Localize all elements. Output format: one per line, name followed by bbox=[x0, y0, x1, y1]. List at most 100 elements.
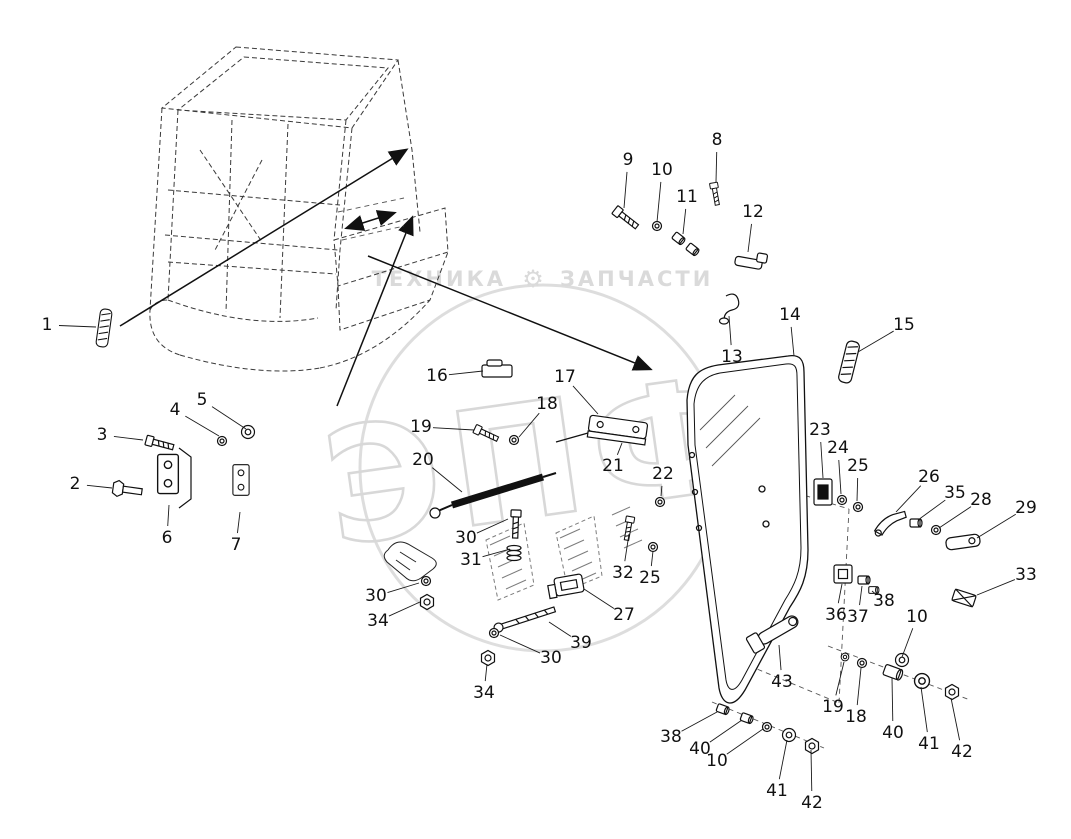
callout-13: 13 bbox=[721, 347, 743, 367]
reference-arrows bbox=[119, 148, 653, 407]
part-40-sleeve-b bbox=[739, 711, 755, 725]
part-13-hook bbox=[723, 293, 740, 321]
part-19-washer-b bbox=[840, 652, 850, 662]
callout-leader-43 bbox=[778, 644, 782, 671]
part-37-roller bbox=[857, 575, 871, 585]
part-34-nut-a bbox=[419, 593, 435, 611]
cab-wireframe bbox=[149, 46, 449, 372]
callout-8: 8 bbox=[712, 130, 723, 150]
callout-41: 41 bbox=[766, 781, 788, 801]
part-34-nut-b bbox=[480, 649, 496, 667]
callout-34: 34 bbox=[367, 611, 389, 631]
part-27-striker bbox=[547, 573, 585, 600]
callout-leader-25 bbox=[650, 550, 654, 567]
arrow-cab-to-door bbox=[367, 255, 653, 371]
step-dashed-guides bbox=[337, 197, 405, 241]
callout-leader-26 bbox=[895, 485, 922, 513]
callout-leader-36 bbox=[837, 583, 843, 604]
part-10-washer-c bbox=[761, 721, 773, 733]
part-29-bracket bbox=[945, 533, 981, 551]
callout-leader-41 bbox=[920, 686, 928, 733]
callout-leader-4 bbox=[185, 415, 220, 437]
callout-18: 18 bbox=[845, 707, 867, 727]
part-22-washer bbox=[654, 496, 666, 508]
part-39-threaded-rod bbox=[493, 606, 557, 633]
callout-leader-11 bbox=[682, 208, 687, 235]
callout-39: 39 bbox=[570, 633, 592, 653]
callout-leader-27 bbox=[583, 588, 615, 609]
callout-leader-1 bbox=[58, 325, 97, 328]
callout-35: 35 bbox=[944, 483, 966, 503]
callout-10: 10 bbox=[651, 160, 673, 180]
part-30-washer-b bbox=[420, 575, 432, 587]
part-28-cap bbox=[930, 524, 942, 536]
callout-6: 6 bbox=[162, 528, 173, 548]
hand-sketch bbox=[383, 541, 437, 582]
part-10-washer-b bbox=[894, 652, 910, 668]
part-2-bolt bbox=[111, 479, 144, 501]
callout-leader-12 bbox=[747, 223, 752, 253]
part-12-hinge-lever bbox=[734, 252, 769, 270]
part-4-washer bbox=[216, 435, 228, 447]
callout-22: 22 bbox=[652, 464, 674, 484]
part-41-washer-b bbox=[781, 727, 797, 743]
callout-leader-20 bbox=[431, 467, 463, 493]
callout-leader-6 bbox=[167, 504, 170, 527]
callout-9: 9 bbox=[623, 150, 634, 170]
callout-leader-38 bbox=[681, 711, 718, 732]
part-33-clip bbox=[951, 588, 977, 608]
watermark-band-left: ТЕХНИКА bbox=[372, 267, 506, 291]
callout-1: 1 bbox=[42, 315, 53, 335]
callout-leader-15 bbox=[857, 330, 894, 353]
part-36-grommet bbox=[833, 564, 853, 584]
callout-17: 17 bbox=[554, 367, 576, 387]
callout-leader-9 bbox=[623, 171, 628, 209]
callout-14: 14 bbox=[779, 305, 801, 325]
part-9-screw bbox=[611, 204, 641, 232]
part-23-lock-switch bbox=[813, 478, 833, 506]
callout-leader-33 bbox=[976, 579, 1016, 596]
callout-leader-42 bbox=[810, 749, 813, 792]
callout-12: 12 bbox=[742, 202, 764, 222]
part-6-hinge-flange bbox=[178, 447, 192, 509]
callout-26: 26 bbox=[918, 467, 940, 487]
callout-leader-18 bbox=[856, 667, 862, 706]
callout-40: 40 bbox=[689, 739, 711, 759]
callout-28: 28 bbox=[970, 490, 992, 510]
part-11-bushing-b bbox=[684, 242, 701, 258]
part-20-gas-strut bbox=[429, 472, 557, 519]
callout-10: 10 bbox=[706, 751, 728, 771]
part-42-nut-a bbox=[944, 683, 960, 701]
ghost-hatch-shapes bbox=[485, 506, 643, 601]
callout-leader-3 bbox=[113, 436, 144, 441]
callout-leader-17 bbox=[572, 385, 599, 415]
callout-leader-34 bbox=[388, 601, 421, 617]
callout-leader-19 bbox=[835, 661, 845, 696]
part-41-washer-a bbox=[913, 672, 931, 690]
part-18-washer-b bbox=[856, 657, 868, 669]
callout-leader-31 bbox=[482, 548, 511, 558]
callout-30: 30 bbox=[455, 528, 477, 548]
callout-leader-18 bbox=[518, 412, 540, 438]
callout-leader-2 bbox=[86, 484, 113, 489]
callout-leader-22 bbox=[660, 485, 663, 497]
callout-38: 38 bbox=[660, 727, 682, 747]
part-43-handle bbox=[745, 615, 799, 654]
callout-21: 21 bbox=[602, 456, 624, 476]
part-31-spring bbox=[506, 544, 522, 562]
callout-7: 7 bbox=[231, 535, 242, 555]
callout-19: 19 bbox=[822, 697, 844, 717]
callout-leader-32 bbox=[624, 533, 630, 562]
part-10-washer bbox=[651, 220, 663, 232]
part-7-backing-plate bbox=[232, 464, 250, 496]
part-25-washer-b bbox=[647, 541, 659, 553]
part-8-screw bbox=[709, 181, 722, 207]
callout-leader-19 bbox=[432, 427, 475, 431]
callout-5: 5 bbox=[197, 390, 208, 410]
callout-36: 36 bbox=[825, 605, 847, 625]
part-15-seal-strip bbox=[837, 339, 861, 385]
callout-leader-30 bbox=[499, 634, 541, 654]
callout-3: 3 bbox=[97, 425, 108, 445]
